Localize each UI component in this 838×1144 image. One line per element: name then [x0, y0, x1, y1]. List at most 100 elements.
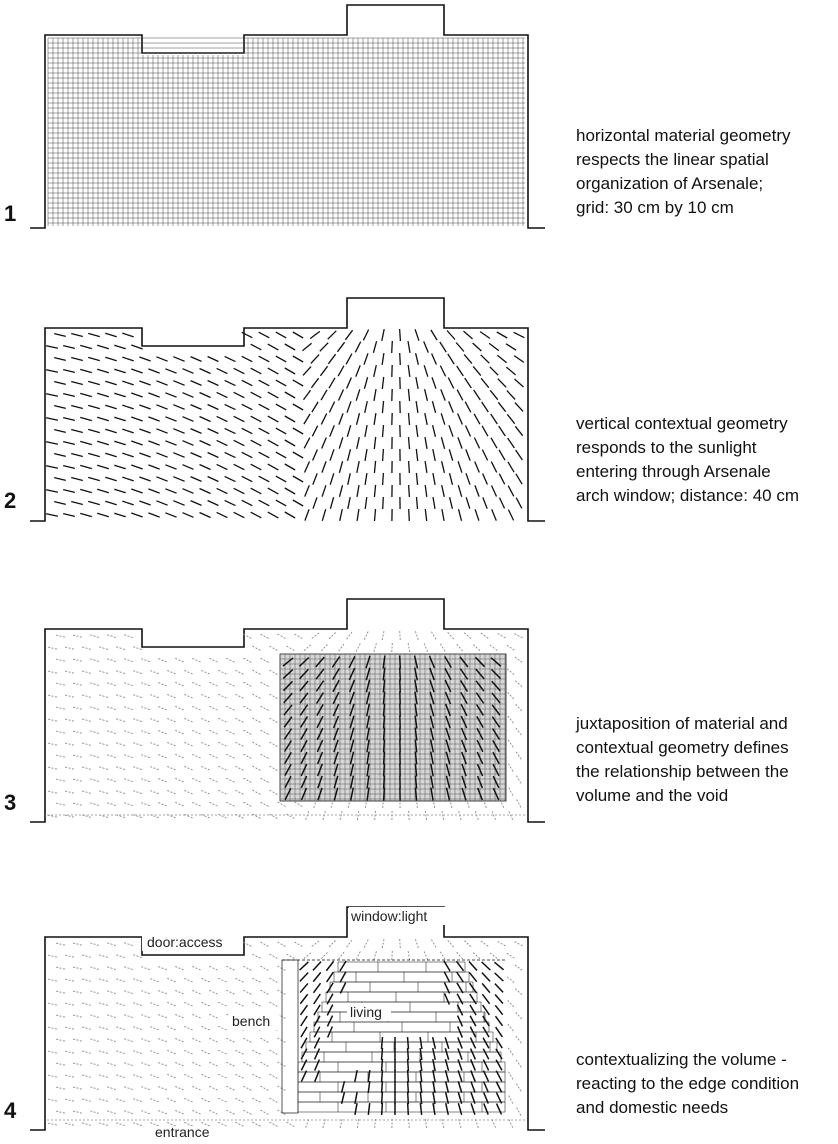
dash-mark	[414, 763, 418, 777]
dash-mark	[333, 739, 339, 753]
dash-mark	[224, 451, 236, 459]
dash-mark	[200, 717, 210, 723]
dash-mark	[447, 632, 455, 640]
dash-mark	[132, 1049, 142, 1055]
dash-mark	[55, 754, 65, 758]
dash-mark	[440, 437, 446, 449]
dash-mark	[284, 487, 296, 495]
dash-mark	[81, 1074, 91, 1078]
dash-mark	[322, 1119, 326, 1129]
dash-mark	[182, 488, 194, 494]
dash-mark	[259, 729, 269, 735]
dash-mark	[208, 989, 218, 995]
dash-mark	[321, 485, 327, 497]
dash-mark	[191, 705, 201, 711]
dash-mark	[461, 763, 467, 777]
dash-mark	[148, 488, 160, 494]
dash-mark	[475, 692, 485, 704]
dash-mark	[190, 476, 202, 482]
dash-mark	[285, 1121, 295, 1127]
dash-mark	[72, 658, 82, 662]
dash-mark	[456, 1026, 464, 1038]
dash-mark	[166, 693, 176, 699]
dash-mark	[482, 1037, 490, 1049]
caption-line: volume and the void	[576, 786, 729, 805]
dash-mark	[315, 668, 325, 680]
dash-mark	[63, 1098, 75, 1102]
dash-mark	[399, 630, 401, 642]
dash-mark	[115, 766, 125, 770]
dash-mark	[406, 1047, 410, 1061]
dash-mark	[443, 993, 451, 1005]
dash-mark	[183, 1025, 193, 1031]
dash-mark	[105, 452, 117, 458]
dash-mark	[373, 484, 377, 498]
dash-mark	[234, 741, 244, 747]
dash-mark	[373, 436, 377, 450]
dash-mark	[327, 353, 337, 365]
dash-mark	[183, 1001, 193, 1007]
dash-mark	[490, 668, 502, 680]
dash-mark	[63, 1074, 75, 1078]
dash-mark	[88, 404, 100, 410]
dash-mark	[89, 682, 99, 686]
dash-mark	[241, 403, 253, 411]
dash-mark	[63, 954, 75, 958]
dash-mark	[98, 742, 108, 746]
dash-mark	[373, 364, 377, 378]
dash-mark	[268, 1097, 278, 1103]
dash-mark	[183, 1121, 193, 1127]
dash-mark	[304, 485, 310, 497]
dash-mark	[47, 718, 57, 722]
dash-mark	[469, 1048, 477, 1060]
dash-mark	[122, 452, 134, 458]
dash-mark	[506, 976, 516, 984]
dash-mark	[208, 1085, 218, 1091]
dash-mark	[428, 655, 436, 669]
dash-mark	[468, 971, 478, 983]
dash-mark	[166, 717, 176, 723]
dash-mark	[216, 391, 228, 399]
dash-mark	[349, 751, 355, 765]
dash-mark	[132, 693, 142, 699]
dash-mark	[88, 476, 100, 482]
dash-mark	[380, 1036, 384, 1050]
dash-mark	[460, 727, 468, 741]
dash-mark	[356, 1119, 360, 1129]
dash-mark	[513, 331, 525, 339]
dash-mark	[89, 1014, 99, 1018]
dash-mark	[174, 729, 184, 735]
dash-mark	[55, 1014, 65, 1018]
dash-mark	[157, 1037, 167, 1043]
dash-mark	[496, 331, 508, 339]
dash-mark	[47, 742, 57, 746]
dash-mark	[344, 329, 354, 341]
dash-mark	[298, 656, 310, 668]
dash-mark	[89, 778, 99, 782]
dash-mark	[299, 680, 309, 692]
dash-mark	[339, 960, 347, 972]
dash-mark	[299, 716, 309, 728]
caption-line: horizontal material geometry	[576, 126, 791, 145]
dash-mark	[349, 775, 355, 789]
dash-mark	[114, 440, 126, 446]
dash-mark	[242, 633, 252, 639]
dash-mark	[63, 392, 75, 398]
panel-3-drawing	[30, 598, 545, 823]
dash-mark	[302, 366, 312, 376]
dash-mark	[382, 775, 386, 789]
panel-3-caption: juxtaposition of material and contextual…	[576, 712, 838, 808]
dash-mark	[465, 473, 471, 485]
dash-mark	[217, 741, 227, 747]
dash-mark	[424, 461, 428, 473]
dash-mark	[470, 1059, 476, 1071]
dash-mark	[63, 464, 75, 470]
dash-mark	[97, 392, 109, 398]
dash-mark	[174, 1013, 184, 1019]
dash-mark	[123, 965, 133, 971]
dash-mark	[303, 461, 311, 473]
dash-mark	[173, 404, 185, 410]
dash-mark	[200, 765, 210, 771]
dash-mark	[407, 484, 411, 498]
dash-mark	[148, 512, 160, 518]
